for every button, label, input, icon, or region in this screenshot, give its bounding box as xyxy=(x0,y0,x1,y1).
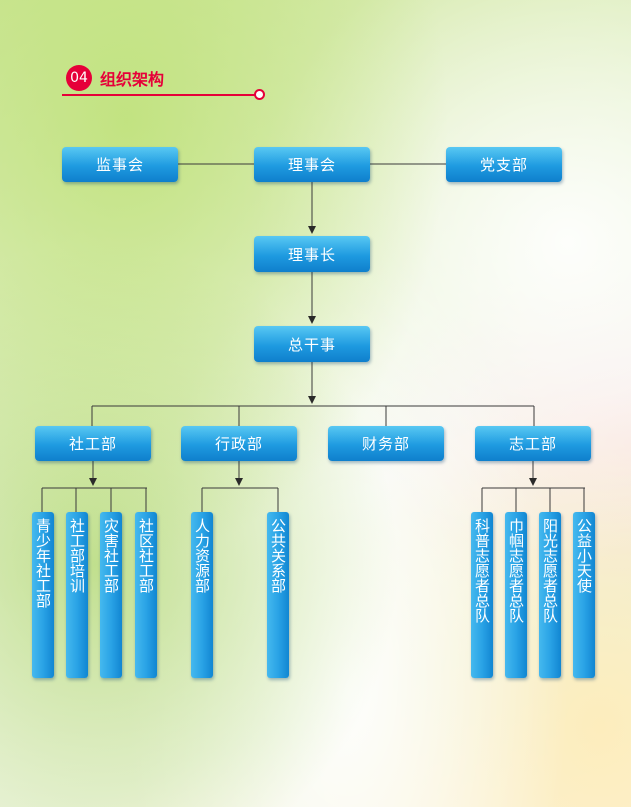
node-lishihui: 理事会 xyxy=(254,147,370,182)
node-shegongbu: 社工部 xyxy=(35,426,151,461)
heading-underline-end-dot xyxy=(254,89,265,100)
node-label: 阳光志愿者总队 xyxy=(541,518,559,623)
section-title: 组织架构 xyxy=(100,70,165,89)
node-shegong-child: 社区社工部 xyxy=(135,512,157,678)
node-label: 公益小天使 xyxy=(575,518,593,593)
node-label: 灾害社工部 xyxy=(102,518,120,593)
node-label: 人力资源部 xyxy=(193,518,211,593)
node-label: 科普志愿者总队 xyxy=(473,518,491,623)
section-heading: 04 组织架构 xyxy=(66,64,164,92)
arrow-down-icon xyxy=(308,396,316,404)
node-label: 青少年社工部 xyxy=(34,518,52,608)
node-shegong-child: 青少年社工部 xyxy=(32,512,54,678)
node-jianshihui: 监事会 xyxy=(62,147,178,182)
node-caiwubu: 财务部 xyxy=(328,426,444,461)
arrow-down-icon xyxy=(308,226,316,234)
node-zhigong-child: 巾帼志愿者总队 xyxy=(505,512,527,678)
node-xingzhengbu: 行政部 xyxy=(181,426,297,461)
node-zhigong-child: 科普志愿者总队 xyxy=(471,512,493,678)
node-dangzhibu: 党支部 xyxy=(446,147,562,182)
node-lishizhang: 理事长 xyxy=(254,236,370,272)
heading-underline xyxy=(62,94,256,96)
arrow-down-icon xyxy=(529,478,537,486)
node-shegong-child: 社工部培训 xyxy=(66,512,88,678)
node-zhigong-child: 公益小天使 xyxy=(573,512,595,678)
node-xingzheng-child: 公共关系部 xyxy=(267,512,289,678)
node-label: 公共关系部 xyxy=(269,518,287,593)
arrow-down-icon xyxy=(235,478,243,486)
node-label: 社工部培训 xyxy=(68,518,86,593)
arrow-down-icon xyxy=(89,478,97,486)
arrow-down-icon xyxy=(308,316,316,324)
node-shegong-child: 灾害社工部 xyxy=(100,512,122,678)
node-label: 巾帼志愿者总队 xyxy=(507,518,525,623)
node-zhigongbu: 志工部 xyxy=(475,426,591,461)
node-xingzheng-child: 人力资源部 xyxy=(191,512,213,678)
section-number-badge: 04 xyxy=(66,65,92,91)
node-zongganshi: 总干事 xyxy=(254,326,370,362)
node-label: 社区社工部 xyxy=(137,518,155,593)
node-zhigong-child: 阳光志愿者总队 xyxy=(539,512,561,678)
